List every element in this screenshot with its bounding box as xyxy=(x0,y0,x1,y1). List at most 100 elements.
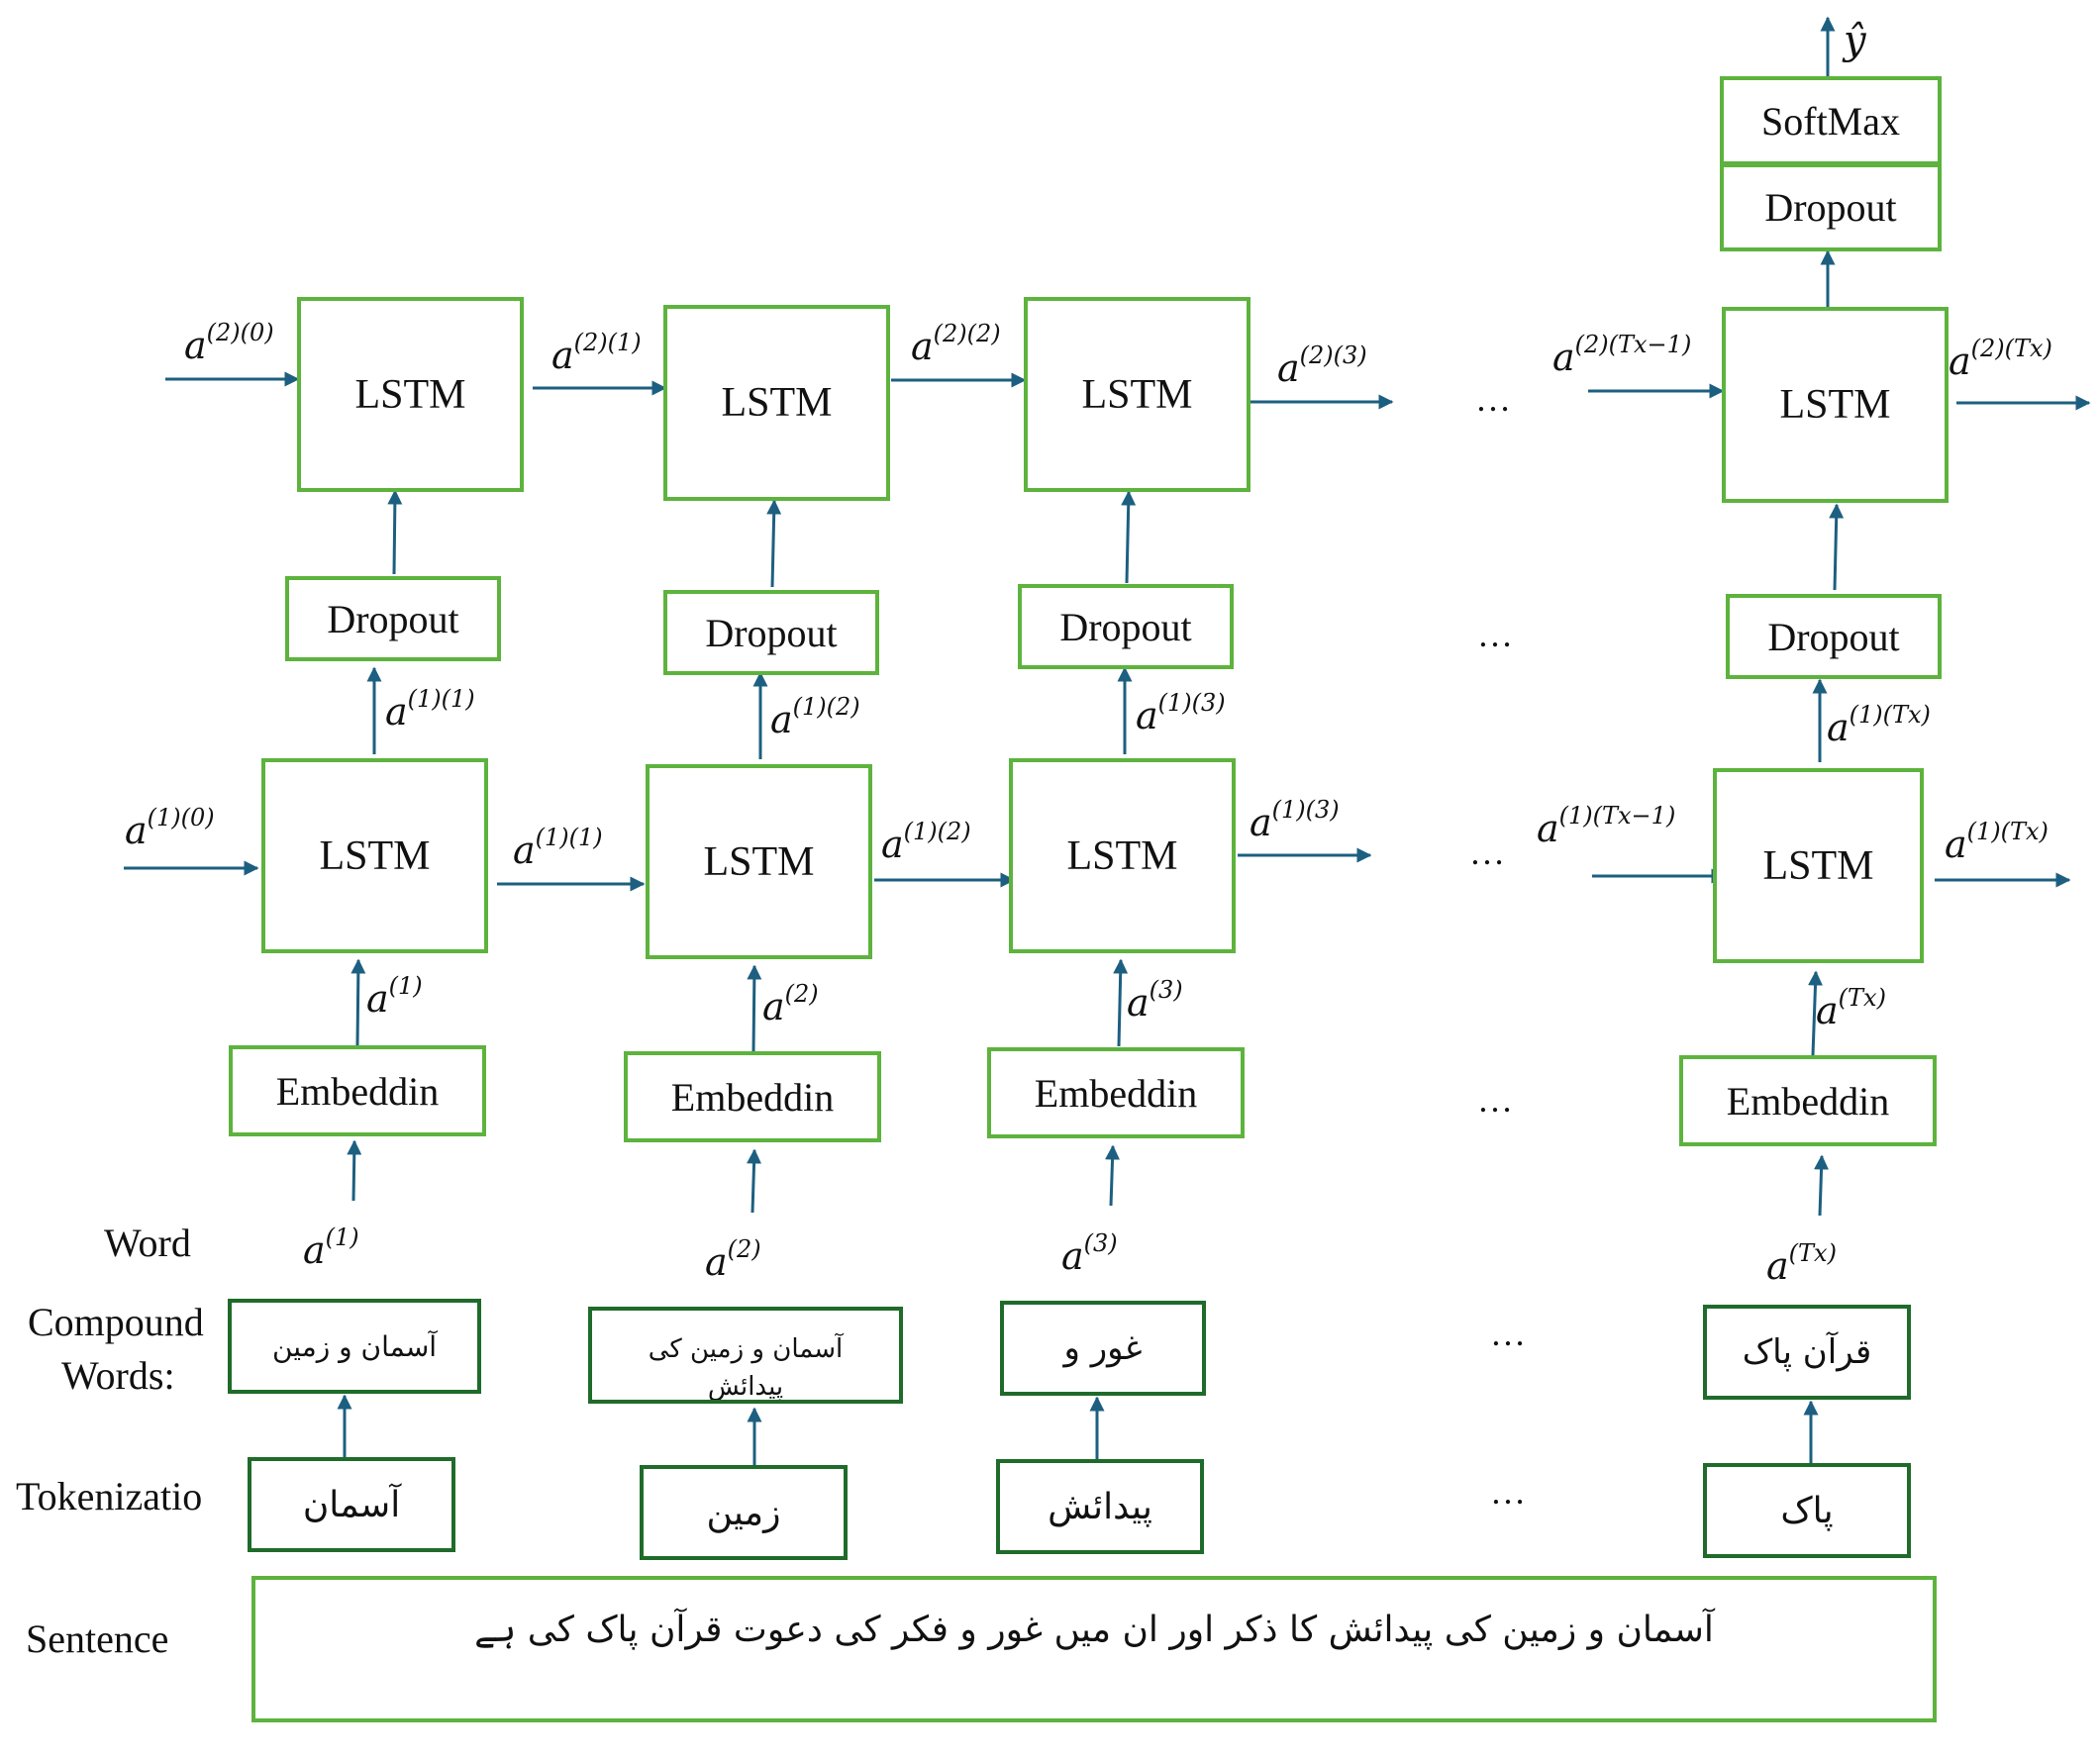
word-a-1: a(1) xyxy=(303,1223,359,1272)
state-a1-0: a(1)(0) xyxy=(125,804,215,852)
lstm-label: LSTM xyxy=(1762,842,1874,889)
dropout-box-tx: Dropout xyxy=(1726,594,1942,679)
lstm-layer2-cell-2: LSTM xyxy=(663,305,890,501)
embedding-label: Embeddin xyxy=(275,1068,440,1114)
ellipsis-layer1: … xyxy=(1469,832,1505,872)
lstm-label: LSTM xyxy=(1779,382,1891,428)
state-a2-tx-minus-1: a(2)(Tx−1) xyxy=(1552,331,1692,379)
arrow-word3-emb xyxy=(1105,1144,1121,1207)
ellipsis-dropout: … xyxy=(1477,615,1513,654)
arrow-wordT-emb xyxy=(1814,1154,1830,1217)
state-a1-tx: a(1)(Tx) xyxy=(1945,818,2049,866)
word-a-tx: a(Tx) xyxy=(1766,1239,1837,1288)
lstm-layer2-cell-1: LSTM xyxy=(297,297,524,492)
row-label-compound-2: Words: xyxy=(61,1353,175,1398)
arrow-drop1-lstm2 xyxy=(387,489,403,575)
state-a1-tx-minus-1: a(1)(Tx−1) xyxy=(1537,802,1676,850)
lstm-layer2-cell-3: LSTM xyxy=(1024,297,1250,492)
lstm-label: LSTM xyxy=(721,380,833,426)
state-a-tx-emb: a(Tx) xyxy=(1816,984,1886,1032)
ellipsis-layer2: … xyxy=(1475,379,1511,419)
ellipsis-embedding: … xyxy=(1477,1080,1513,1120)
ellipsis-token: … xyxy=(1490,1472,1526,1512)
compound-word-text: آسمان و زمین xyxy=(271,1329,438,1363)
softmax-box: SoftMax xyxy=(1720,76,1942,165)
dropout-box-3: Dropout xyxy=(1018,584,1234,669)
embedding-label: Embeddin xyxy=(1034,1070,1198,1116)
dropout-box-2: Dropout xyxy=(663,590,879,675)
lstm-layer2-cell-tx: LSTM xyxy=(1722,307,1949,503)
token-box-tx: پاک xyxy=(1703,1463,1911,1558)
dropout-box-1: Dropout xyxy=(285,576,501,661)
compound-word-text: آسمان و زمین کی پیدائش xyxy=(648,1334,844,1402)
lstm-label: LSTM xyxy=(354,371,466,418)
state-a-3-emb: a(3) xyxy=(1127,976,1183,1025)
arrow-emb3-lstm1 xyxy=(1113,958,1129,1047)
compound-word-box-tx: قرآن پاک xyxy=(1703,1305,1911,1400)
arrow-drop2-lstm2 xyxy=(766,499,782,588)
compound-word-box-2: آسمان و زمین کی پیدائش xyxy=(588,1307,903,1404)
arrow-dropT-lstm2 xyxy=(1829,503,1845,591)
softmax-label: SoftMax xyxy=(1761,98,1900,144)
token-text: پیدائش xyxy=(1048,1486,1152,1527)
state-a1-tx-up: a(1)(Tx) xyxy=(1827,701,1931,749)
state-a2-tx: a(2)(Tx) xyxy=(1949,335,2052,383)
state-a-1-emb: a(1) xyxy=(366,972,423,1021)
lstm-layer1-cell-tx: LSTM xyxy=(1713,768,1924,963)
token-text: آسمان xyxy=(302,1484,401,1525)
dropout-label: Dropout xyxy=(705,610,838,655)
row-label-sentence: Sentence xyxy=(26,1616,169,1661)
row-label-tokenization: Tokenizatio xyxy=(16,1474,203,1518)
lstm-label: LSTM xyxy=(1066,832,1178,879)
arrow-word2-emb xyxy=(747,1148,762,1214)
compound-word-text: قرآن پاک xyxy=(1742,1332,1872,1372)
lstm-label: LSTM xyxy=(703,838,815,885)
output-y-hat: ŷ xyxy=(1844,18,1866,63)
arrow-emb1-lstm1 xyxy=(350,958,366,1046)
dropout-top-box: Dropout xyxy=(1720,163,1942,251)
compound-word-box-1: آسمان و زمین xyxy=(228,1299,481,1394)
state-a2-3: a(2)(3) xyxy=(1277,342,1367,390)
sentence-box: آسمان و زمین کی پیدائش کا ذکر اور ان میں… xyxy=(251,1576,1937,1722)
dropout-label: Dropout xyxy=(327,596,459,641)
lstm-label: LSTM xyxy=(319,832,431,879)
sentence-text: آسمان و زمین کی پیدائش کا ذکر اور ان میں… xyxy=(474,1610,1714,1650)
lstm-layer1-cell-3: LSTM xyxy=(1009,758,1236,953)
compound-word-text: غور و xyxy=(1063,1328,1143,1368)
arrow-word1-emb xyxy=(347,1139,362,1202)
embedding-box-2: Embeddin xyxy=(624,1051,881,1142)
embedding-box-1: Embeddin xyxy=(229,1045,486,1136)
embedding-box-3: Embeddin xyxy=(987,1047,1245,1138)
arrow-drop3-lstm2 xyxy=(1121,490,1137,584)
word-a-3: a(3) xyxy=(1061,1229,1118,1278)
lstm-label: LSTM xyxy=(1081,371,1193,418)
arrow-embT-lstm1 xyxy=(1808,970,1824,1056)
state-a1-1-up: a(1)(1) xyxy=(385,685,475,734)
lstm-layer1-cell-1: LSTM xyxy=(261,758,488,953)
state-a1-3-up: a(1)(3) xyxy=(1136,689,1226,737)
lstm-layer1-cell-2: LSTM xyxy=(646,764,872,959)
dropout-label: Dropout xyxy=(1767,614,1900,659)
embedding-label: Embeddin xyxy=(1726,1078,1890,1124)
ellipsis-compound: … xyxy=(1490,1314,1526,1353)
word-a-2: a(2) xyxy=(705,1235,761,1284)
token-text: پاک xyxy=(1780,1490,1834,1531)
row-label-compound-1: Compound xyxy=(28,1300,204,1344)
state-a1-3: a(1)(3) xyxy=(1250,796,1340,844)
row-label-word: Word xyxy=(104,1221,191,1265)
token-box-2: زمین xyxy=(640,1465,848,1560)
arrow-emb2-lstm1 xyxy=(747,964,762,1053)
state-a1-2-up: a(1)(2) xyxy=(770,693,860,741)
state-a2-2: a(2)(2) xyxy=(911,320,1001,368)
token-box-3: پیدائش xyxy=(996,1459,1204,1554)
state-a2-0: a(2)(0) xyxy=(184,319,274,367)
embedding-box-tx: Embeddin xyxy=(1679,1055,1937,1146)
state-a1-1: a(1)(1) xyxy=(513,824,603,872)
state-a-2-emb: a(2) xyxy=(762,980,819,1028)
embedding-label: Embeddin xyxy=(670,1074,835,1120)
token-box-1: آسمان xyxy=(248,1457,455,1552)
compound-word-box-3: غور و xyxy=(1000,1301,1206,1396)
state-a2-1: a(2)(1) xyxy=(551,329,642,377)
